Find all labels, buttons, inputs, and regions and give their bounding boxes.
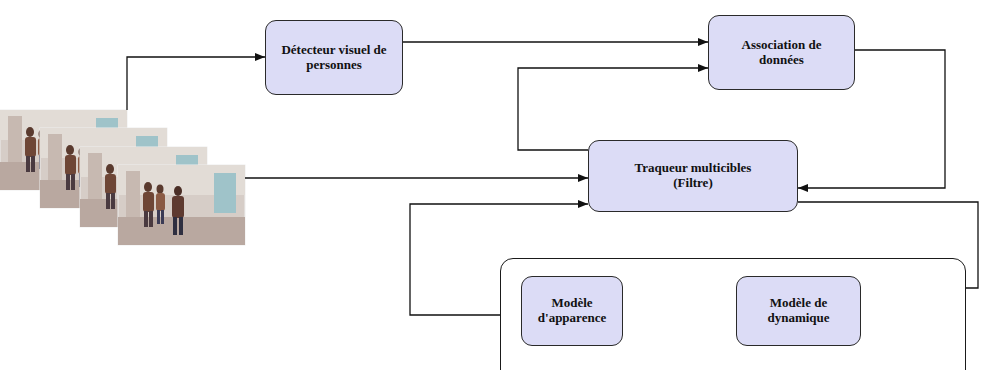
box-label: Modèle d'apparence <box>531 296 613 326</box>
model-box: Modèle de dynamique <box>736 276 861 346</box>
box-label: Détecteur visuel de personnes <box>275 43 393 73</box>
box-label: Modèle de dynamique <box>751 296 846 326</box>
model-box: Modèle d'apparence <box>521 276 623 346</box>
box-label: Association de données <box>737 38 827 68</box>
process-box: Traqueur multicibles (Filtre) <box>588 140 798 212</box>
flow-arrow <box>518 68 708 150</box>
model-group: Modèle d'apparence Modèle de dynamique <box>500 258 966 370</box>
process-box: Association de données <box>708 15 855 90</box>
box-label: Traqueur multicibles (Filtre) <box>621 161 766 191</box>
flow-arrow <box>403 41 708 42</box>
process-box: Détecteur visuel de personnes <box>265 20 403 95</box>
